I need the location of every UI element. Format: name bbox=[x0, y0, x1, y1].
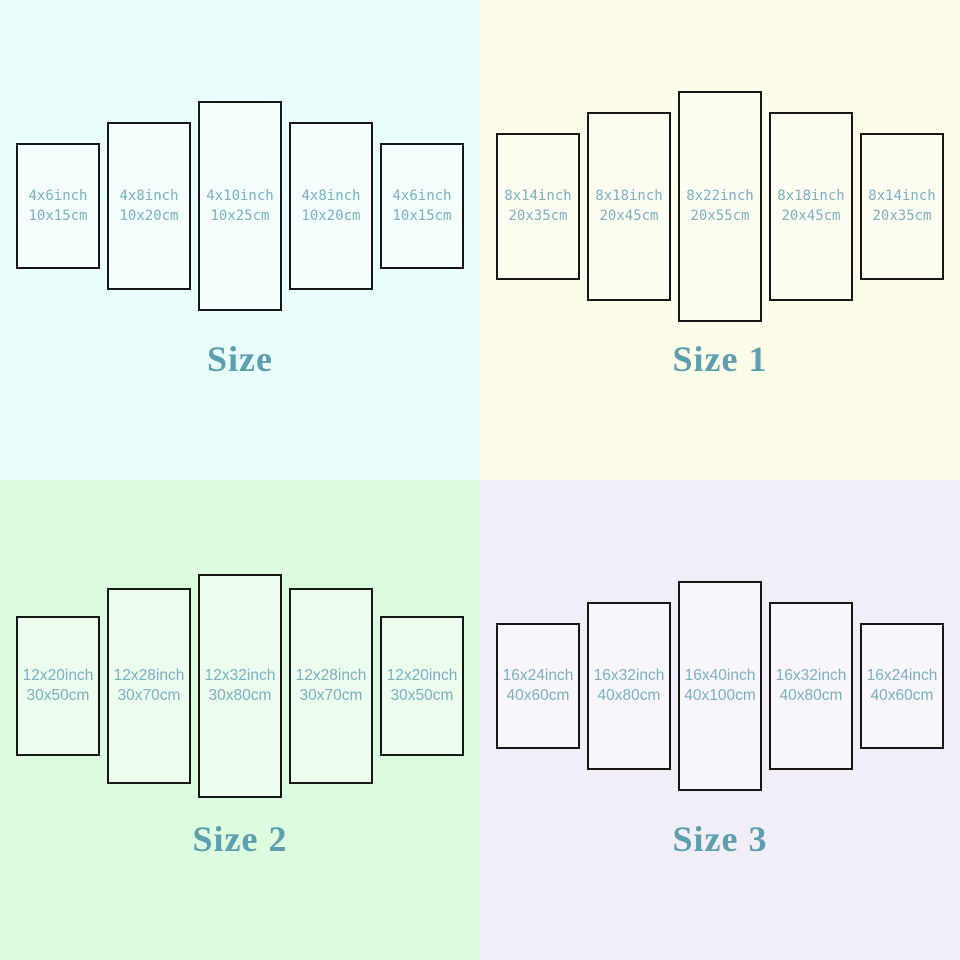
panel-size-cm: 30x50cm bbox=[26, 687, 90, 704]
panel-size-cm: 40x80cm bbox=[597, 687, 661, 704]
panel-size-label: 12x20inch 30x50cm bbox=[23, 666, 94, 706]
panel-size-inch: 16x24inch bbox=[502, 667, 574, 684]
panel-size-inch: 8x18inch bbox=[777, 188, 845, 204]
panel-size-inch: 4x6inch bbox=[28, 188, 88, 204]
panel-size-inch: 12x28inch bbox=[295, 667, 367, 684]
canvas-panel: 4x8inch 10x20cm bbox=[107, 122, 191, 290]
panel-size-label: 8x18inch 20x45cm bbox=[595, 186, 662, 226]
panel-size-inch: 4x8inch bbox=[301, 188, 361, 204]
panel-size-label: 4x8inch 10x20cm bbox=[301, 186, 360, 226]
canvas-panel: 8x22inch 20x55cm bbox=[678, 90, 762, 322]
panel-size-inch: 16x32inch bbox=[775, 667, 847, 684]
quadrant-title: Size 2 bbox=[192, 819, 288, 859]
panel-size-cm: 40x60cm bbox=[870, 687, 934, 704]
panel-size-cm: 40x60cm bbox=[506, 687, 570, 704]
canvas-panel: 12x28inch 30x70cm bbox=[289, 588, 373, 784]
quadrant-size-1: 8x14inch 20x35cm 8x18inch 20x45cm 8x22inch 20… bbox=[480, 0, 960, 480]
panel-size-inch: 16x40inch bbox=[684, 667, 756, 684]
panel-size-cm: 10x20cm bbox=[301, 208, 361, 224]
panel-size-inch: 8x22inch bbox=[686, 188, 754, 204]
canvas-panel: 16x24inch 40x60cm bbox=[860, 623, 944, 749]
panel-row: 16x24inch 40x60cm 16x32inch 40x80cm 16x40inc… bbox=[480, 480, 960, 892]
panel-size-label: 16x32inch 40x80cm bbox=[594, 666, 665, 706]
panel-size-label: 16x32inch 40x80cm bbox=[776, 666, 847, 706]
panel-row: 12x20inch 30x50cm 12x28inch 30x70cm 12x32inc… bbox=[0, 480, 480, 892]
canvas-panel: 12x32inch 30x80cm bbox=[198, 574, 282, 798]
quadrant-size-2: 12x20inch 30x50cm 12x28inch 30x70cm 12x32inc… bbox=[0, 480, 480, 960]
panel-size-label: 8x22inch 20x55cm bbox=[686, 186, 753, 226]
quadrant-title: Size 3 bbox=[672, 819, 768, 859]
canvas-panel: 8x18inch 20x45cm bbox=[587, 111, 671, 301]
panel-size-inch: 16x32inch bbox=[593, 667, 665, 684]
panel-size-cm: 40x100cm bbox=[684, 687, 756, 704]
panel-size-cm: 10x15cm bbox=[392, 208, 452, 224]
panel-size-label: 12x20inch 30x50cm bbox=[387, 666, 458, 706]
canvas-panel: 4x10inch 10x25cm bbox=[198, 101, 282, 311]
panel-size-label: 12x28inch 30x70cm bbox=[296, 666, 367, 706]
quadrant-title: Size 1 bbox=[672, 339, 768, 379]
panel-size-cm: 10x20cm bbox=[119, 208, 179, 224]
panel-size-inch: 16x24inch bbox=[866, 667, 938, 684]
panel-size-label: 16x24inch 40x60cm bbox=[503, 666, 574, 706]
panel-size-inch: 12x28inch bbox=[113, 667, 185, 684]
panel-size-inch: 12x20inch bbox=[386, 667, 458, 684]
canvas-panel: 16x32inch 40x80cm bbox=[769, 602, 853, 770]
canvas-panel: 16x40inch 40x100cm bbox=[678, 581, 762, 791]
panel-size-inch: 12x32inch bbox=[204, 667, 276, 684]
panel-size-inch: 4x10inch bbox=[206, 188, 274, 204]
panel-size-cm: 20x45cm bbox=[781, 208, 841, 224]
canvas-panel: 16x24inch 40x60cm bbox=[496, 623, 580, 749]
panel-size-label: 12x32inch 30x80cm bbox=[205, 666, 276, 706]
panel-size-inch: 4x6inch bbox=[392, 188, 452, 204]
panel-size-inch: 8x18inch bbox=[595, 188, 663, 204]
canvas-panel: 8x14inch 20x35cm bbox=[860, 132, 944, 280]
panel-size-inch: 8x14inch bbox=[504, 188, 572, 204]
canvas-panel: 12x28inch 30x70cm bbox=[107, 588, 191, 784]
canvas-panel: 16x32inch 40x80cm bbox=[587, 602, 671, 770]
panel-size-label: 4x8inch 10x20cm bbox=[119, 186, 178, 226]
panel-size-label: 4x6inch 10x15cm bbox=[28, 186, 87, 226]
quadrant-size-3: 16x24inch 40x60cm 16x32inch 40x80cm 16x40inc… bbox=[480, 480, 960, 960]
panel-row: 4x6inch 10x15cm 4x8inch 10x20cm 4x10inch 10x2… bbox=[0, 0, 480, 412]
panel-size-inch: 12x20inch bbox=[22, 667, 94, 684]
panel-size-cm: 30x80cm bbox=[208, 687, 272, 704]
panel-size-cm: 20x45cm bbox=[599, 208, 659, 224]
canvas-panel: 8x14inch 20x35cm bbox=[496, 132, 580, 280]
canvas-panel: 4x8inch 10x20cm bbox=[289, 122, 373, 290]
panel-size-label: 8x14inch 20x35cm bbox=[504, 186, 571, 226]
quadrant-size: 4x6inch 10x15cm 4x8inch 10x20cm 4x10inch 10x2… bbox=[0, 0, 480, 480]
panel-size-label: 16x24inch 40x60cm bbox=[867, 666, 938, 706]
panel-size-cm: 30x70cm bbox=[299, 687, 363, 704]
panel-size-inch: 4x8inch bbox=[119, 188, 179, 204]
canvas-panel: 12x20inch 30x50cm bbox=[16, 616, 100, 756]
canvas-panel: 4x6inch 10x15cm bbox=[16, 143, 100, 269]
panel-size-label: 8x14inch 20x35cm bbox=[868, 186, 935, 226]
panel-size-cm: 20x35cm bbox=[872, 208, 932, 224]
canvas-panel: 12x20inch 30x50cm bbox=[380, 616, 464, 756]
panel-size-label: 4x10inch 10x25cm bbox=[206, 186, 273, 226]
panel-size-cm: 10x15cm bbox=[28, 208, 88, 224]
panel-size-cm: 30x70cm bbox=[117, 687, 181, 704]
panel-size-cm: 20x35cm bbox=[508, 208, 568, 224]
canvas-panel: 4x6inch 10x15cm bbox=[380, 143, 464, 269]
panel-size-cm: 30x50cm bbox=[390, 687, 454, 704]
panel-size-label: 16x40inch 40x100cm bbox=[684, 666, 756, 706]
panel-size-cm: 40x80cm bbox=[779, 687, 843, 704]
panel-size-cm: 10x25cm bbox=[210, 208, 270, 224]
panel-size-cm: 20x55cm bbox=[690, 208, 750, 224]
panel-row: 8x14inch 20x35cm 8x18inch 20x45cm 8x22inch 20… bbox=[480, 0, 960, 412]
canvas-panel: 8x18inch 20x45cm bbox=[769, 111, 853, 301]
panel-size-label: 8x18inch 20x45cm bbox=[777, 186, 844, 226]
panel-size-label: 12x28inch 30x70cm bbox=[114, 666, 185, 706]
quadrant-title: Size bbox=[207, 339, 273, 379]
panel-size-inch: 8x14inch bbox=[868, 188, 936, 204]
panel-size-label: 4x6inch 10x15cm bbox=[392, 186, 451, 226]
